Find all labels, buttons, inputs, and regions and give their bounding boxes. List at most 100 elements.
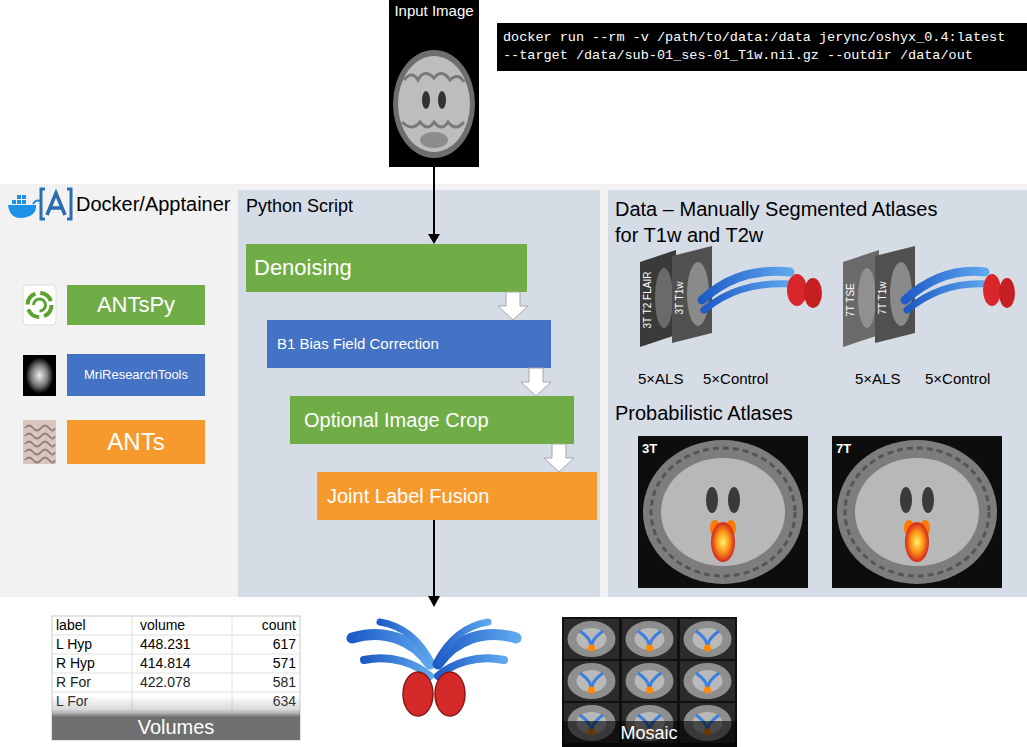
volume-table-part xyxy=(132,616,133,711)
node-heading: Input Image xyxy=(394,2,473,20)
volume-table-part xyxy=(52,616,300,740)
segmentation-render-part xyxy=(380,622,432,664)
antspy-icon xyxy=(23,285,56,325)
mosaic-image-part xyxy=(564,661,619,701)
segmentation-render-part xyxy=(438,634,516,664)
table-cell: L Hyp xyxy=(56,635,92,654)
table-header-holder: volume xyxy=(140,616,185,635)
atlas-slices-3t xyxy=(640,246,822,347)
field-strength-holder: 3T xyxy=(642,439,657,458)
mosaic-image-part xyxy=(622,661,677,701)
slice-label-holder: 3T T2 FLAIR xyxy=(642,272,653,329)
volume-table-part xyxy=(232,616,233,711)
mri-tools-icon-part xyxy=(26,358,54,394)
segmentation-render-part xyxy=(438,658,504,676)
atlas-count: 5×ALS xyxy=(855,370,900,387)
volume-table-part xyxy=(52,696,300,740)
arrow-head xyxy=(428,234,440,244)
process-step: B1 Bias Field Correction xyxy=(267,320,551,368)
atlas-count-holder: 5×Control xyxy=(925,370,990,387)
apptainer-logo-part xyxy=(67,189,71,219)
input-brain-scan-part xyxy=(438,91,446,109)
node-heading: Optional Image Crop xyxy=(304,408,489,432)
table-cell: 571 xyxy=(273,654,296,673)
slice-label: 7T TSE xyxy=(845,283,856,317)
segmentation-render-part xyxy=(403,672,433,716)
table-header: volume xyxy=(140,616,185,635)
output-arrow xyxy=(433,520,435,597)
docker-logo-part xyxy=(8,205,36,218)
input-brain-scan-part xyxy=(404,73,464,82)
atlas-slices-7t-part xyxy=(843,250,879,347)
node-heading: ANTs xyxy=(107,428,164,457)
segmentation-render-part xyxy=(364,658,430,676)
process-step: Joint Label Fusion xyxy=(317,472,597,520)
segmentation-render xyxy=(352,622,516,716)
mosaic-image-part xyxy=(680,661,735,701)
docker-logo-part xyxy=(17,200,21,204)
mosaic-image-part xyxy=(622,619,677,659)
docker-logo-part xyxy=(12,200,16,204)
table-cell-holder: R For xyxy=(56,673,91,692)
table-cell: L For xyxy=(56,692,88,711)
node-heading: MriResearchTools xyxy=(84,367,188,383)
mosaic-image-part xyxy=(564,703,619,743)
command-box: docker run --rm -v /path/to/data:/data j… xyxy=(497,23,1027,71)
mosaic-image-part xyxy=(562,617,737,747)
docker-logo-part xyxy=(22,200,26,204)
atlas-slices-7t-part xyxy=(858,268,876,328)
docker-logo xyxy=(8,195,40,218)
panel-caption: Mosaic xyxy=(620,723,677,744)
block-arrow xyxy=(498,292,528,320)
panel-caption-holder: Mosaic xyxy=(620,723,677,744)
atlas-count: 5×Control xyxy=(925,370,990,387)
flow-connector xyxy=(544,444,574,472)
slice-label: 7T T1w xyxy=(877,282,888,315)
docker-logo-part xyxy=(22,195,26,199)
mosaic-image-part xyxy=(562,721,737,747)
node-heading: B1 Bias Field Correction xyxy=(277,335,439,353)
segmentation-render-part xyxy=(352,622,516,676)
atlas-count-holder: 5×ALS xyxy=(855,370,900,387)
ants-icon-part xyxy=(25,458,55,463)
process-step: Optional Image Crop xyxy=(290,396,574,444)
tool-box: ANTsPy xyxy=(67,285,205,325)
atlas-slices-3t-part xyxy=(704,284,792,310)
slice-label-holder: 3T T1w xyxy=(674,282,685,315)
field-strength: 7T xyxy=(836,439,851,458)
node-subheading: Probabilistic Atlases xyxy=(615,400,1020,426)
atlas-slices-7t-part xyxy=(875,246,915,343)
atlas-slices-7t-part xyxy=(907,284,987,310)
ants-icon-part xyxy=(25,426,55,431)
input-image-box: Input Image xyxy=(389,0,479,167)
docker-logo-part xyxy=(33,200,40,204)
apptainer-logo-part xyxy=(41,189,45,219)
node-heading: Python Script xyxy=(246,196,592,218)
data-panel: Data – Manually Segmented Atlases for T1… xyxy=(608,190,1027,597)
flow-connector xyxy=(498,292,528,320)
table-cell-holder: 571 xyxy=(273,654,296,673)
script-panel: Python ScriptDenoising B1 Bias Field Corr… xyxy=(238,190,600,597)
table-cell: 581 xyxy=(273,673,296,692)
input-brain-scan-part xyxy=(393,50,475,158)
table-cell-holder: R Hyp xyxy=(56,654,95,673)
mosaic-image xyxy=(562,617,737,747)
atlas-count: 5×Control xyxy=(703,370,768,387)
probabilistic-atlas-image xyxy=(638,436,808,588)
block-arrow xyxy=(544,444,574,472)
antspy-icon-part xyxy=(23,285,56,325)
panel-caption: Volumes xyxy=(138,716,215,739)
table-cell-holder: 448.231 xyxy=(140,635,191,654)
volume-table-part xyxy=(52,692,300,693)
table-cell: 448.231 xyxy=(140,635,191,654)
atlas-slices-3t-part xyxy=(787,274,807,306)
process-step: Denoising xyxy=(246,244,527,292)
ants-icon-part xyxy=(25,434,55,439)
atlas-slices-7t-part xyxy=(983,274,1001,306)
atlas-slices-7t-part xyxy=(890,262,912,326)
mosaic-image-part xyxy=(680,703,735,743)
atlas-count-holder: 5×Control xyxy=(703,370,768,387)
apptainer-logo-part xyxy=(47,193,65,215)
ants-icon xyxy=(23,420,56,464)
block-arrow xyxy=(521,368,551,396)
